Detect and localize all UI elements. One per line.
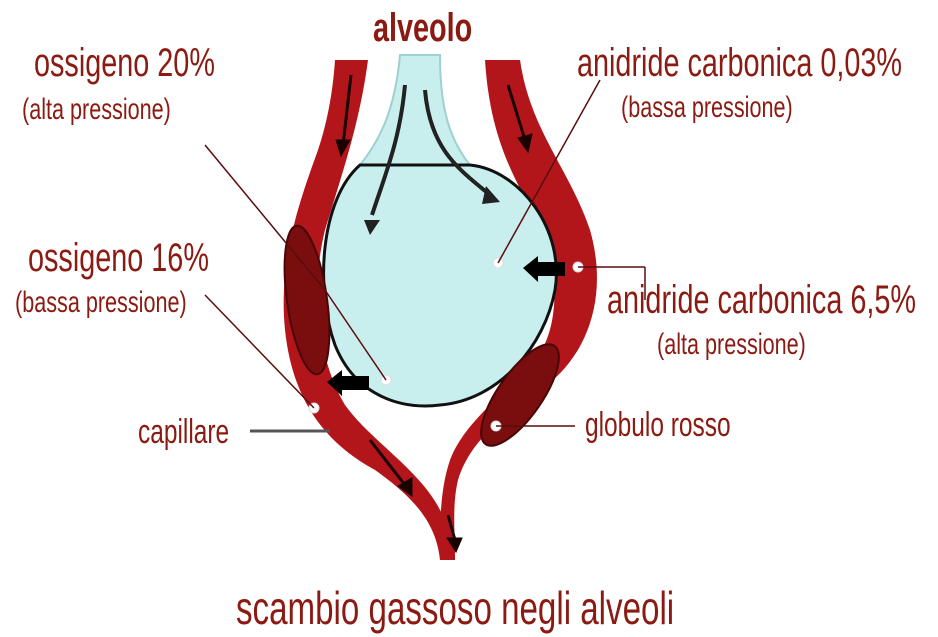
alveolus-heading: alveolo bbox=[373, 8, 472, 48]
co2-high-note: (alta pressione) bbox=[657, 330, 806, 360]
oxygen-low-note: (bassa pressione) bbox=[15, 288, 187, 318]
co2-high-label: anidride carbonica 6,5% bbox=[607, 280, 916, 320]
red-cell-label: globulo rosso bbox=[585, 408, 731, 442]
oxygen-low-label: ossigeno 16% bbox=[28, 238, 209, 278]
co2-low-note: (bassa pressione) bbox=[621, 93, 793, 123]
capillary-label: capillare bbox=[138, 415, 229, 449]
airway-stem bbox=[360, 55, 470, 165]
oxygen-high-note: (alta pressione) bbox=[22, 95, 171, 125]
oxygen-high-label: ossigeno 20% bbox=[34, 43, 215, 83]
diagram-title: scambio gassoso negli alveoli bbox=[236, 585, 674, 631]
co2-low-label: anidride carbonica 0,03% bbox=[577, 43, 902, 83]
